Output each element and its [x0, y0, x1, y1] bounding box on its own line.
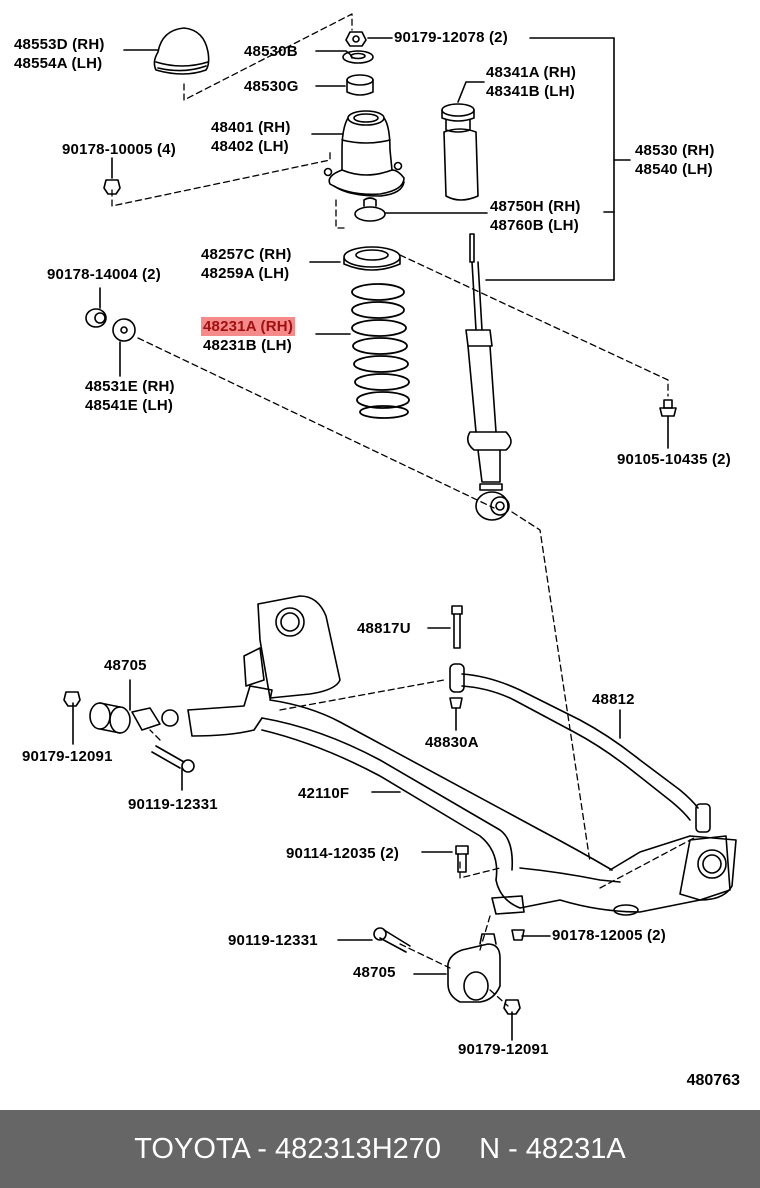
parts-diagram: [0, 0, 760, 1110]
bound-bumper: [442, 104, 478, 200]
label-bolt-48817u[interactable]: 48817U: [357, 620, 411, 637]
bolt-90119-12331-left: [152, 746, 194, 772]
label-spring-seat[interactable]: 48257C (RH) 48259A (LH): [201, 245, 292, 283]
label-nut-top[interactable]: 90179-12078 (2): [394, 29, 508, 46]
washer-48531e: [113, 319, 135, 341]
footer-catalog-ref: N - 48231A: [479, 1132, 626, 1165]
label-spring-lh[interactable]: 48231B (LH): [203, 337, 292, 354]
label-coil-spring[interactable]: 48231A (RH) 48231B (LH): [201, 317, 296, 355]
bushing-right: [448, 934, 500, 1002]
nut-90178-12005: [512, 930, 524, 940]
coil-spring: [352, 284, 409, 418]
label-bolt-90114-12035[interactable]: 90114-12035 (2): [286, 845, 400, 862]
label-retainer-rh[interactable]: 48750H (RH): [490, 198, 581, 215]
label-washer-48531e[interactable]: 48531E (RH) 48541E (LH): [85, 377, 175, 415]
label-nut-90178-14004[interactable]: 90178-14004 (2): [47, 266, 161, 283]
bolt-90119-12331-right: [374, 928, 410, 952]
nut-90178-10005: [104, 180, 120, 194]
label-collar-48530g[interactable]: 48530G: [244, 78, 299, 95]
label-nut-90178-12005[interactable]: 90178-12005 (2): [552, 927, 666, 944]
label-mount-rh[interactable]: 48401 (RH): [211, 119, 291, 136]
bolt-48817u: [452, 606, 462, 648]
shock-absorber: [466, 234, 511, 520]
label-torsion-beam[interactable]: 42110F: [298, 785, 350, 802]
diagram-reference-number: 480763: [686, 1072, 740, 1089]
label-retainer-lh[interactable]: 48760B (LH): [490, 217, 579, 234]
bolt-90105-10435: [660, 400, 676, 416]
washer-48530b: [343, 51, 373, 63]
nut-90179-12091-right: [504, 1000, 520, 1014]
torsion-beam: [188, 596, 736, 915]
label-shock-assembly[interactable]: 48530 (RH) 48540 (LH): [635, 141, 715, 179]
bump-stop-cap: [154, 28, 208, 74]
label-bushing-left[interactable]: 48705: [104, 657, 147, 674]
label-bumper-rh[interactable]: 48341A (RH): [486, 64, 577, 81]
label-spring-rh-highlighted[interactable]: 48231A (RH): [201, 317, 296, 336]
label-retainer[interactable]: 48750H (RH) 48760B (LH): [490, 197, 581, 235]
spring-seat: [344, 247, 400, 270]
label-bump-stop-cap[interactable]: 48553D (RH) 48554A (LH): [14, 35, 105, 73]
retainer-48750h: [355, 198, 385, 221]
label-nut-90178-10005[interactable]: 90178-10005 (4): [62, 141, 176, 158]
label-cap-rh[interactable]: 48553D (RH): [14, 36, 105, 53]
label-seat-rh[interactable]: 48257C (RH): [201, 246, 292, 263]
label-cap-lh[interactable]: 48554A (LH): [14, 55, 103, 72]
collar-48530g: [347, 75, 373, 95]
label-bound-bumper[interactable]: 48341A (RH) 48341B (LH): [486, 63, 576, 101]
label-bolt-90105-10435[interactable]: 90105-10435 (2): [617, 451, 731, 468]
label-lateral-rod[interactable]: 48812: [592, 691, 635, 708]
label-bumper-lh[interactable]: 48341B (LH): [486, 83, 575, 100]
footer-bar: TOYOTA - 482313H270 N - 48231A: [0, 1110, 760, 1188]
cushion-48830a: [450, 698, 462, 708]
label-bolt-right[interactable]: 90119-12331: [228, 932, 318, 949]
leader-lines: [73, 38, 668, 1040]
label-nut-right[interactable]: 90179-12091: [458, 1041, 549, 1058]
label-washer-rh[interactable]: 48531E (RH): [85, 378, 175, 395]
nut-top: [346, 32, 366, 46]
label-washer-lh[interactable]: 48541E (LH): [85, 397, 174, 414]
footer-brand-part-number: TOYOTA - 482313H270: [134, 1132, 442, 1165]
label-bolt-left[interactable]: 90119-12331: [128, 796, 218, 813]
label-seat-lh[interactable]: 48259A (LH): [201, 265, 290, 282]
bushing-left: [90, 703, 178, 733]
label-assy-lh[interactable]: 48540 (LH): [635, 161, 713, 178]
dashed-assembly-lines: [112, 14, 694, 1006]
label-cushion-48830a[interactable]: 48830A: [425, 734, 479, 751]
label-assy-rh[interactable]: 48530 (RH): [635, 142, 715, 159]
bolt-90114-12035: [456, 846, 468, 872]
lateral-rod: [450, 664, 710, 832]
label-bushing-right[interactable]: 48705: [353, 964, 396, 981]
label-mount-lh[interactable]: 48402 (LH): [211, 138, 289, 155]
label-washer-48530b[interactable]: 48530B: [244, 43, 298, 60]
strut-mount: [325, 111, 405, 196]
label-strut-mount[interactable]: 48401 (RH) 48402 (LH): [211, 118, 291, 156]
label-nut-left[interactable]: 90179-12091: [22, 748, 113, 765]
nut-90178-14004: [86, 309, 106, 327]
nut-90179-12091-left: [64, 692, 80, 706]
